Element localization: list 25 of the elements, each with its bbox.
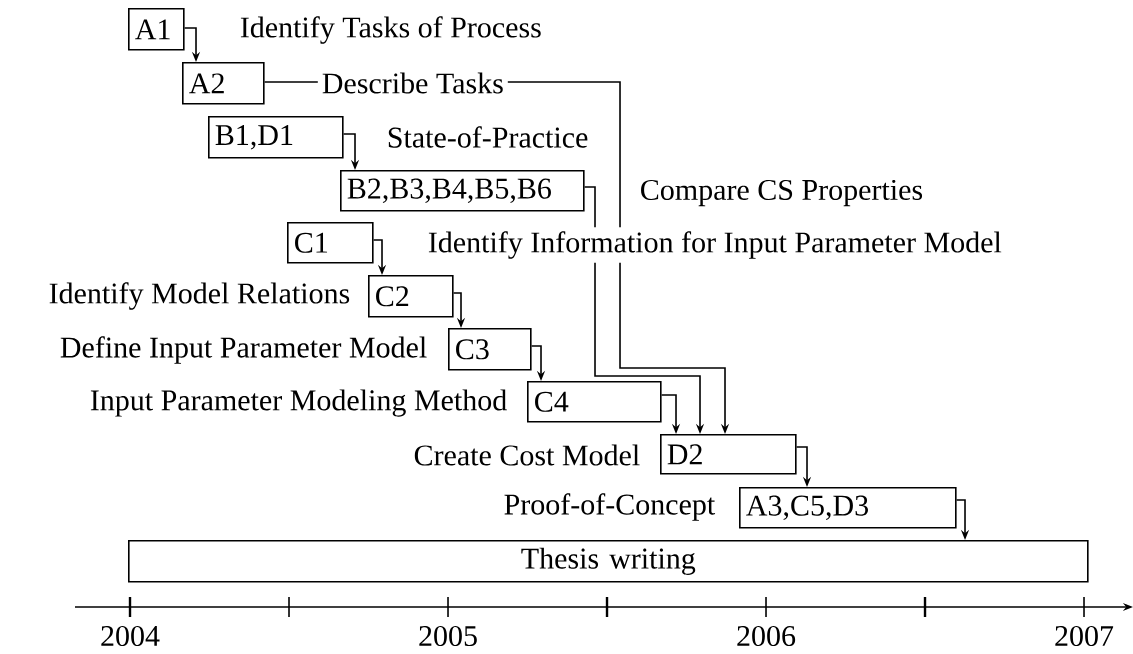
task-description: Identify Information for Input Parameter Model (423, 227, 1006, 263)
year-label: 2006 (737, 625, 796, 647)
task-description: Define Input Parameter Model (55, 332, 432, 368)
writing-bar: Thesis writing (128, 540, 1089, 583)
year-label: 2004 (101, 625, 160, 647)
task-bar: A1 (128, 8, 185, 51)
task-description: Input Parameter Modeling Method (85, 385, 512, 421)
task-description: Identify Model Relations (44, 278, 355, 314)
task-bar: B2,B3,B4,B5,B6 (340, 170, 585, 212)
task-description: Describe Tasks (317, 68, 508, 98)
task-bar: C1 (287, 222, 374, 264)
task-description: Proof-of-Concept (499, 489, 720, 525)
task-description: Compare CS Properties (635, 175, 928, 211)
task-description: State-of-Practice (382, 122, 593, 152)
year-label: 2005 (419, 625, 477, 647)
task-bar: C3 (448, 328, 532, 371)
task-bar: C2 (368, 275, 454, 318)
task-bar: D2 (660, 434, 797, 475)
year-label: 2007 (1055, 625, 1114, 647)
task-bar: A2 (182, 62, 265, 105)
task-bar: C4 (527, 381, 662, 423)
task-description: Create Cost Model (409, 440, 645, 470)
task-description: Identify Tasks of Process (235, 12, 546, 48)
task-bar: A3,C5,D3 (739, 487, 957, 529)
task-bar: B1,D1 (208, 116, 344, 159)
